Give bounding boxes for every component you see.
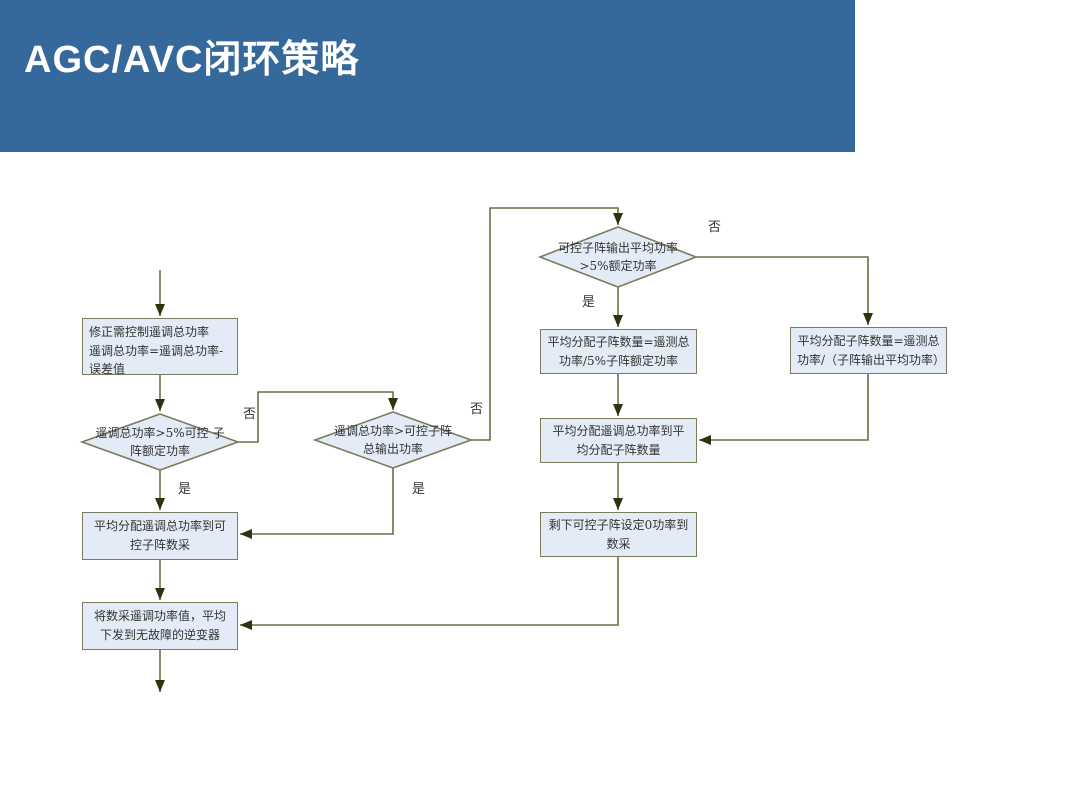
process-correct-power: 修正需控制遥调总功率 遥调总功率=遥调总功率-误差值 bbox=[82, 318, 238, 376]
process-avg-to-count: 平均分配遥调总功率到平均分配子阵数量 bbox=[540, 418, 697, 463]
decision-check-output-shape bbox=[312, 411, 474, 469]
edge-label-no-check-avg-output: 否 bbox=[708, 220, 722, 235]
decision-check-rated-shape bbox=[79, 413, 241, 471]
decision-check-avg-output-label: 可控子阵输出平均功率>5%额定功率 bbox=[557, 241, 678, 273]
decision-check-avg-output-shape bbox=[537, 226, 699, 288]
process-correct-power-line2: 遥调总功率=遥调总功率-误差值 bbox=[89, 343, 224, 377]
connector-check-avg-no bbox=[696, 256, 873, 325]
connector-check-output-no bbox=[471, 207, 623, 441]
edge-label-no-check-output: 否 bbox=[470, 402, 484, 417]
process-send-to-inverter: 将数采遥调功率值，平均下发到无故障的逆变器 bbox=[82, 602, 238, 650]
connector-rest-zero-to-send bbox=[240, 557, 619, 630]
page-title: AGC/AVC闭环策略 bbox=[24, 39, 360, 81]
edge-label-yes-check-rated: 是 bbox=[178, 482, 192, 497]
process-count-by-avg: 平均分配子阵数量=遥测总功率/（子阵输出平均功率） bbox=[790, 327, 947, 374]
decision-check-output-label: 遥调总功率>可控子阵总输出功率 bbox=[333, 424, 453, 456]
connector-check-rated-no bbox=[238, 391, 398, 443]
process-correct-power-line1: 修正需控制遥调总功率 bbox=[89, 325, 210, 339]
process-avg-to-controllable: 平均分配遥调总功率到可控子阵数采 bbox=[82, 512, 238, 560]
edge-label-yes-check-avg-output: 是 bbox=[582, 295, 596, 310]
process-count-by-rated: 平均分配子阵数量=遥测总功率/5%子阵额定功率 bbox=[540, 329, 697, 374]
process-rest-zero: 剩下可控子阵设定0功率到数采 bbox=[540, 512, 697, 557]
edge-label-yes-check-output: 是 bbox=[412, 482, 426, 497]
edge-label-no-check-rated: 否 bbox=[243, 407, 257, 422]
header-bar bbox=[0, 0, 855, 152]
decision-check-rated-label: 遥调总功率>5%可控 子阵额定功率 bbox=[95, 426, 225, 458]
connector-count-avg-to-avg-count bbox=[699, 374, 869, 445]
connector-check-output-yes bbox=[240, 468, 394, 539]
